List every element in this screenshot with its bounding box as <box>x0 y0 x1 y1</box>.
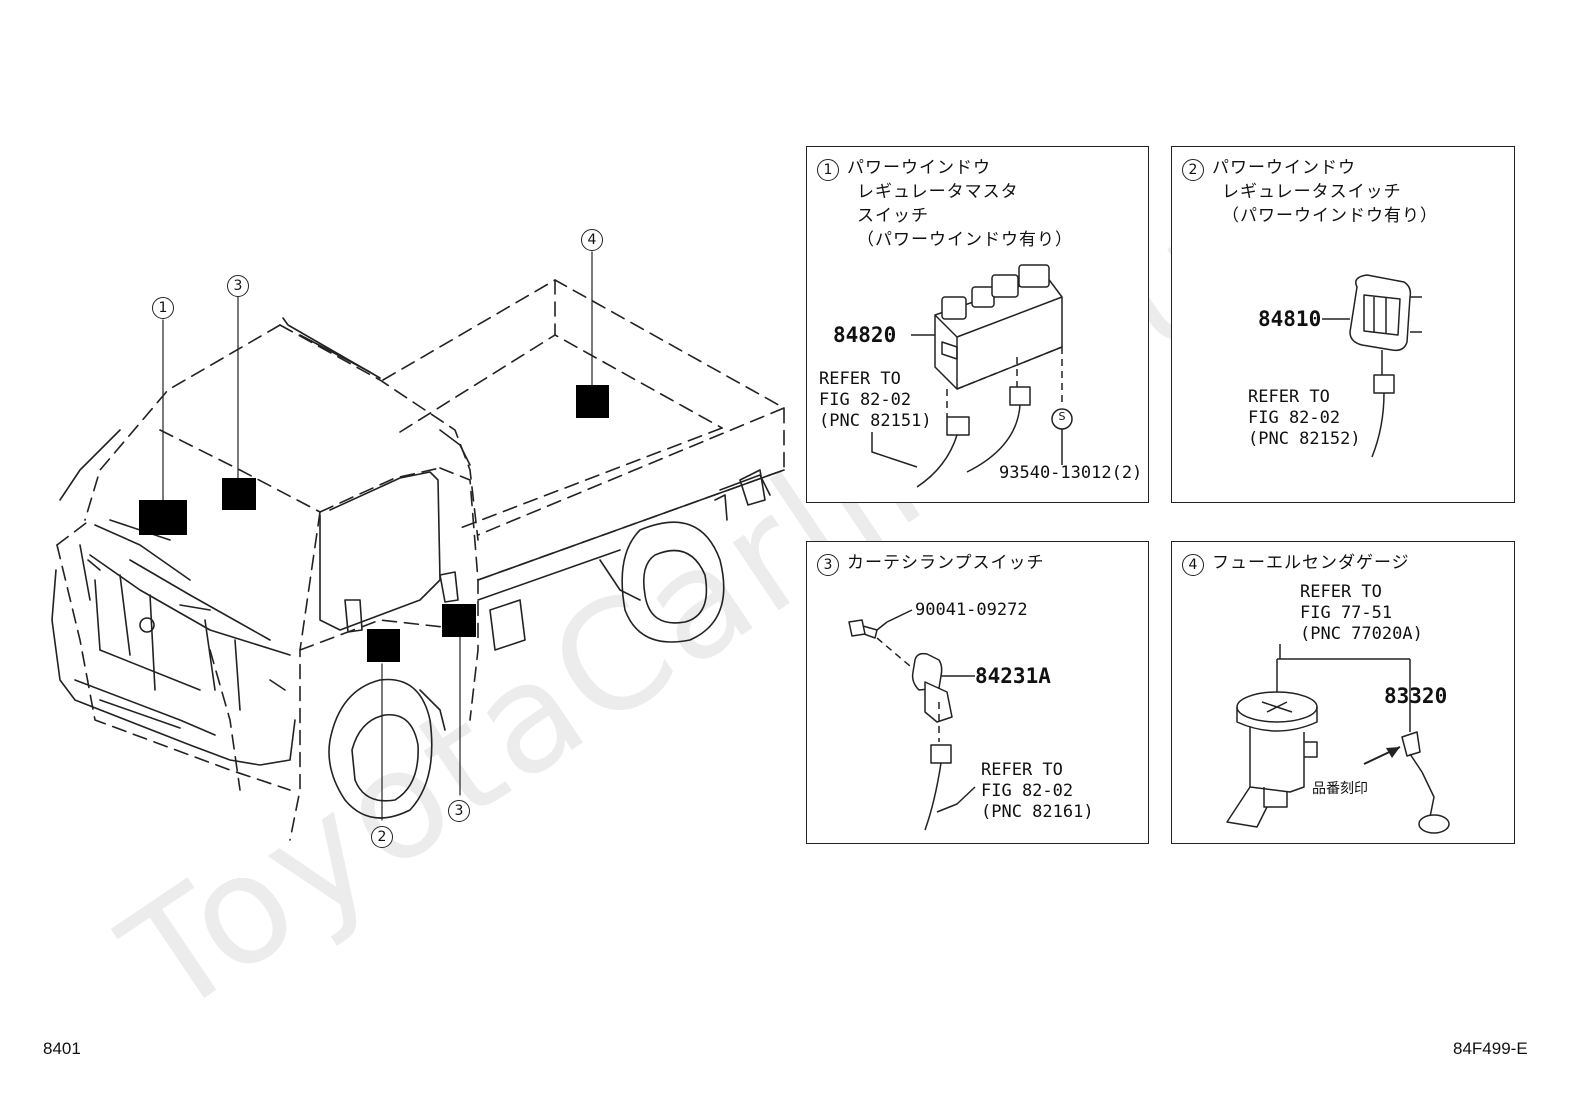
panel-2-title-line-3: （パワーウインドウ有り） <box>1222 206 1438 226</box>
panel-4-drawing <box>1226 644 1450 834</box>
panel-2-refer-line-2: FIG 82-02 <box>1248 408 1341 428</box>
panel-1-s-mark: S <box>1058 410 1066 423</box>
callout-4: 4 <box>581 229 603 251</box>
figure-code: 84F499-E <box>1453 1039 1528 1058</box>
panel-3-title: カーテシランプスイッチ <box>847 553 1045 573</box>
bed-side-details <box>477 469 785 651</box>
panel-1-refer-line-1: REFER TO <box>819 369 901 389</box>
panel-1-title-line-4: （パワーウインドウ有り） <box>857 230 1073 250</box>
panel-2-title-line-1: パワーウインドウ <box>1212 158 1356 178</box>
panel-1-refer-line-2: FIG 82-02 <box>819 390 912 410</box>
callout-3-upper: 3 <box>227 275 249 297</box>
panel-1-title-line-1: パワーウインドウ <box>847 158 991 178</box>
panel-4-fuel-sender-gauge: 4 フューエルセンダゲージ REFER TO F <box>1171 541 1515 844</box>
panel-3-courtesy-lamp-switch: 3 カーテシランプスイッチ 90041-09272 84231A REFER T… <box>806 541 1149 844</box>
panel-3-drawing <box>848 609 976 831</box>
panel-1-drawing <box>871 264 1073 488</box>
marker-4 <box>576 385 609 418</box>
panel-2-part-number: 84810 <box>1258 307 1322 331</box>
panel-2-refer-line-1: REFER TO <box>1248 387 1330 407</box>
panel-3-refer-line-3: (PNC 82161) <box>981 802 1094 822</box>
page-code: 8401 <box>43 1039 81 1058</box>
panel-4-title: フューエルセンダゲージ <box>1212 553 1410 573</box>
panel-2-refer-line-3: (PNC 82152) <box>1248 429 1361 449</box>
panel-4-refer-line-3: (PNC 77020A) <box>1300 624 1423 644</box>
panel-4-number: 4 <box>1182 554 1204 576</box>
callout-leaders <box>162 251 593 821</box>
panel-4-stamp-note: 品番刻印 <box>1312 781 1368 797</box>
panel-4-part-number: 83320 <box>1384 684 1448 708</box>
panel-3-refer-line-2: FIG 82-02 <box>981 781 1074 801</box>
callout-3-lower: 3 <box>448 800 470 822</box>
cargo-bed-outline <box>382 279 785 581</box>
panel-1-screw-part-number: 93540-13012(2) <box>999 463 1143 483</box>
panel-1-number: 1 <box>817 159 839 181</box>
cab-solid-details <box>51 317 471 819</box>
panel-1-title-line-2: レギュレータマスタ <box>857 182 1019 202</box>
panel-2-title-line-2: レギュレータスイッチ <box>1222 182 1402 202</box>
callout-2: 2 <box>371 826 393 848</box>
panel-3-number: 3 <box>817 554 839 576</box>
panel-1-title-line-3: スイッチ <box>857 206 929 226</box>
panel-2-power-window-switch: 2 パワーウインドウ レギュレータスイッチ （パワーウインドウ有り） 84810… <box>1171 146 1515 503</box>
location-markers <box>139 385 609 662</box>
marker-3-lower <box>442 604 476 637</box>
panel-4-refer-line-1: REFER TO <box>1300 582 1382 602</box>
marker-1 <box>139 500 187 535</box>
panel-1-part-number: 84820 <box>833 323 897 347</box>
panel-1-power-window-master-switch: 1 パワーウインドウ レギュレータマスタ スイッチ （パワーウインドウ有り） <box>806 146 1149 503</box>
panel-1-refer-line-3: (PNC 82151) <box>819 411 932 431</box>
panel-3-refer-line-1: REFER TO <box>981 760 1063 780</box>
callout-1: 1 <box>152 297 174 319</box>
panel-4-refer-line-2: FIG 77-51 <box>1300 603 1393 623</box>
marker-3-upper <box>222 478 256 510</box>
panel-3-part-number: 84231A <box>975 664 1051 688</box>
panel-2-drawing <box>1322 274 1422 458</box>
panel-2-number: 2 <box>1182 159 1204 181</box>
panel-3-bolt-part-number: 90041-09272 <box>915 600 1028 620</box>
marker-2 <box>367 629 400 662</box>
